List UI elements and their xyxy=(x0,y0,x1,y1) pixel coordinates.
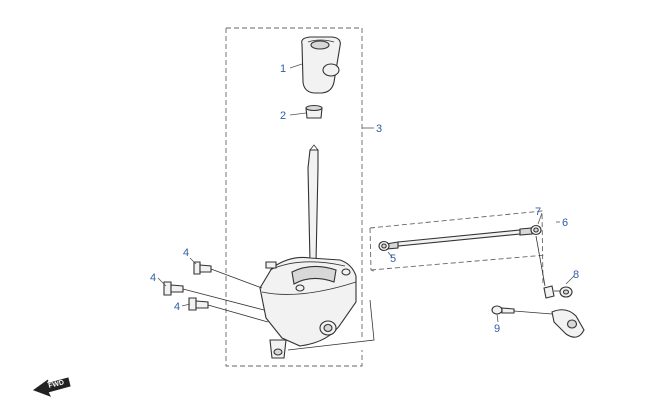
bolt-4-middle xyxy=(163,281,184,296)
callout-5: 5 xyxy=(390,253,396,265)
bolt-4-lower xyxy=(188,297,209,311)
assembly-frame-3 xyxy=(225,27,363,367)
shifter-housing xyxy=(259,256,357,359)
callout-6: 6 xyxy=(562,217,568,229)
lock-nut-7 xyxy=(530,224,542,236)
callout-9: 9 xyxy=(494,323,500,335)
callout-7: 7 xyxy=(535,206,541,218)
callout-4-middle: 4 xyxy=(150,272,156,284)
shift-knob xyxy=(301,36,341,94)
shift-lever-rod xyxy=(307,144,319,263)
assembly-frame-6 xyxy=(369,210,547,287)
bolt-4-upper xyxy=(193,261,212,275)
callout-4-upper: 4 xyxy=(183,247,189,259)
fwd-arrow-icon: FWD xyxy=(32,377,71,397)
knob-nut xyxy=(305,104,323,119)
leader-lines xyxy=(157,63,575,323)
lock-nut-5 xyxy=(378,240,390,252)
rod-guide-lines xyxy=(287,235,546,351)
fwd-label: FWD xyxy=(48,379,65,390)
callout-1: 1 xyxy=(280,63,286,75)
callout-4-lower: 4 xyxy=(174,301,180,313)
shift-link-rod xyxy=(385,227,533,250)
callout-3: 3 xyxy=(376,123,382,135)
callout-8: 8 xyxy=(573,269,579,281)
callout-2: 2 xyxy=(280,110,286,122)
bolt-9 xyxy=(491,305,515,315)
bolt-guide-lines xyxy=(182,268,269,323)
ball-joint-8 xyxy=(543,285,573,299)
selector-arm xyxy=(513,309,585,338)
